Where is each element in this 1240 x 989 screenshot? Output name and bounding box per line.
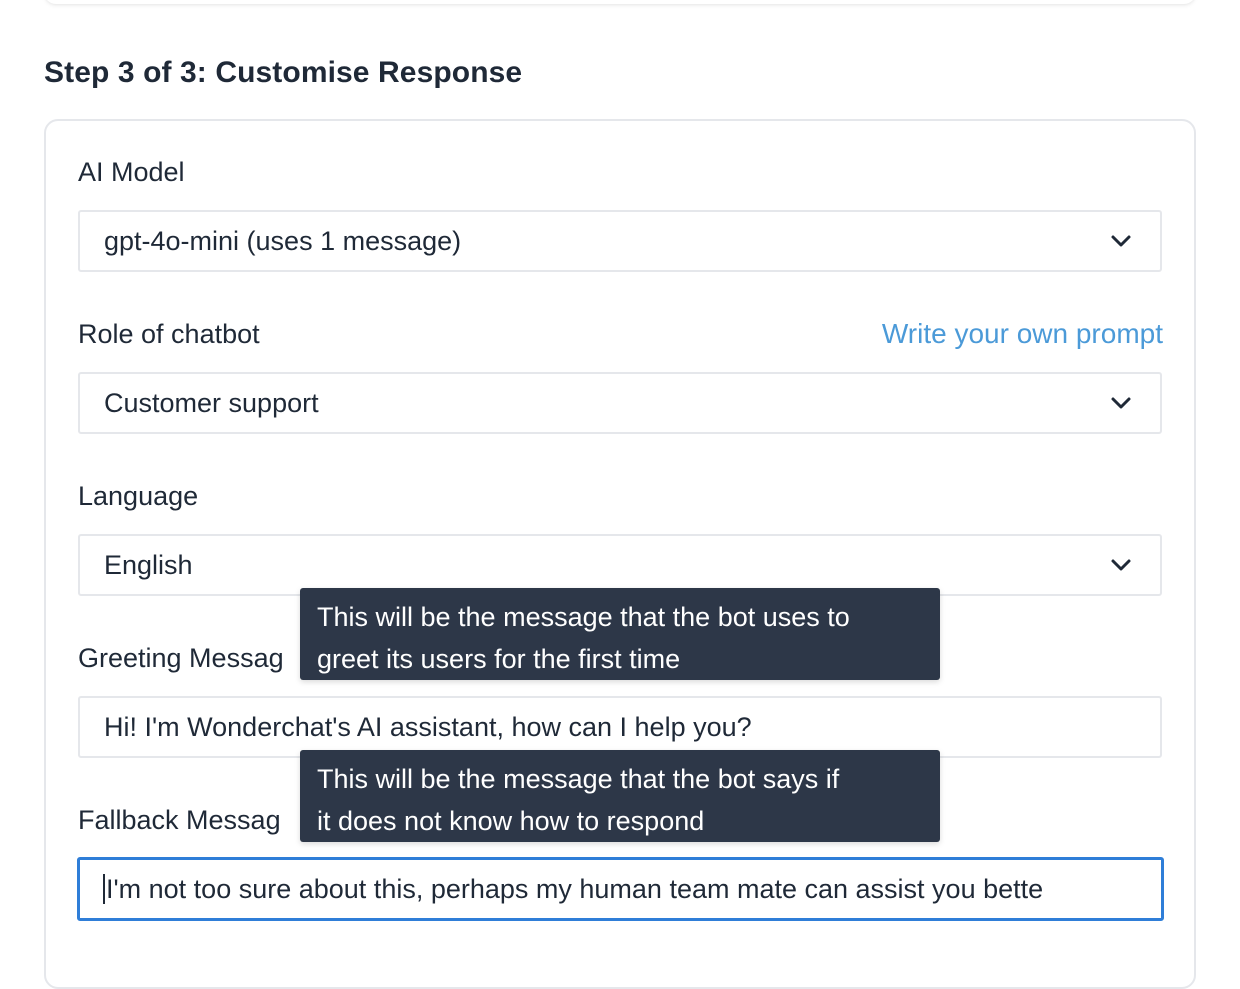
greeting-tooltip-line-2: greet its users for the first time [317,644,681,674]
greeting-label: Greeting Messag [78,643,284,673]
fallback-tooltip-line-2: it does not know how to respond [317,806,705,836]
role-value: Customer support [104,387,319,418]
ai-model-value: gpt-4o-mini (uses 1 message) [104,225,462,256]
write-own-prompt-link[interactable]: Write your own prompt [881,318,1163,349]
fallback-message-value: I'm not too sure about this, perhaps my … [106,873,1044,904]
language-label: Language [78,481,199,511]
greeting-message-input[interactable]: Hi! I'm Wonderchat's AI assistant, how c… [78,696,1162,758]
chevron-down-icon [1111,397,1131,409]
fallback-tooltip: This will be the message that the bot sa… [300,750,940,842]
language-value: English [104,549,193,580]
greeting-tooltip-line-1: This will be the message that the bot us… [317,602,850,632]
chevron-down-icon [1111,235,1131,247]
page-title: Step 3 of 3: Customise Response [44,56,523,89]
greeting-message-value: Hi! I'm Wonderchat's AI assistant, how c… [104,711,752,742]
greeting-tooltip: This will be the message that the bot us… [300,588,940,680]
fallback-message-input[interactable]: I'm not too sure about this, perhaps my … [77,857,1164,921]
previous-step-card [44,0,1196,4]
ai-model-select[interactable]: gpt-4o-mini (uses 1 message) [78,210,1162,272]
text-caret [103,874,105,904]
role-select[interactable]: Customer support [78,372,1162,434]
fallback-tooltip-line-1: This will be the message that the bot sa… [317,764,840,794]
fallback-label: Fallback Messag [78,805,281,835]
ai-model-label: AI Model [78,157,185,187]
role-label: Role of chatbot [78,319,260,349]
language-select[interactable]: English [78,534,1162,596]
chevron-down-icon [1111,559,1131,571]
